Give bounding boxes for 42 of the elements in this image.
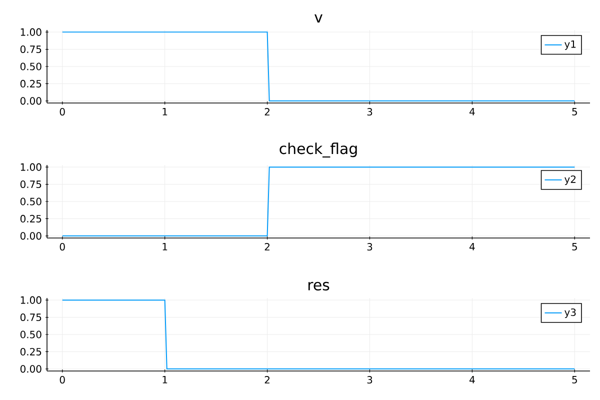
y-tick-label: 0.50 bbox=[20, 198, 42, 206]
legend-label: y3 bbox=[564, 308, 576, 318]
x-tick-label: 0 bbox=[60, 108, 65, 116]
y-tick-label: 0.75 bbox=[20, 180, 42, 188]
chart-title: v bbox=[314, 14, 322, 22]
x-tick-label: 4 bbox=[470, 376, 475, 384]
legend-label: y2 bbox=[564, 175, 576, 185]
chart-title: check_flag bbox=[280, 142, 357, 158]
y-tick-label: 0.00 bbox=[20, 97, 42, 105]
x-tick-label: 5 bbox=[572, 243, 577, 250]
y-tick-label: 0.25 bbox=[20, 214, 42, 222]
x-tick-label: 1 bbox=[162, 376, 168, 384]
x-tick-label: 4 bbox=[470, 243, 475, 250]
y-tick-label: 1.00 bbox=[20, 163, 42, 171]
line-chart: 0 1 2 3 4 5 0.00 0.25 0.50 0.75 1.00 res y3 bbox=[20, 282, 590, 384]
y-tick-label: 0.50 bbox=[20, 62, 42, 70]
legend-label: y1 bbox=[564, 40, 576, 50]
x-tick-label: 5 bbox=[572, 376, 577, 384]
x-tick-label: 0 bbox=[60, 243, 65, 251]
y-tick-label: 0.75 bbox=[20, 314, 42, 322]
y-tick-label: 1.00 bbox=[20, 28, 42, 36]
x-tick-label: 3 bbox=[367, 108, 372, 116]
x-tick-label: 2 bbox=[264, 108, 270, 116]
y-tick-label: 0.50 bbox=[20, 330, 42, 338]
x-tick-label: 2 bbox=[264, 376, 270, 384]
x-tick-label: 1 bbox=[162, 108, 168, 116]
x-tick-label: 0 bbox=[60, 376, 65, 384]
y-tick-label: 0.00 bbox=[20, 365, 42, 373]
x-tick-label: 5 bbox=[572, 108, 577, 116]
line-chart: 0 1 2 3 4 5 0.00 0.25 0.50 0.75 1.00 v y1 bbox=[20, 14, 590, 116]
x-tick-label: 4 bbox=[470, 108, 475, 116]
chart-title: res bbox=[308, 282, 330, 291]
line-chart: 0 1 2 3 4 5 0.00 0.25 0.50 0.75 1.00 check_flag y2 bbox=[20, 142, 590, 251]
y-tick-label: 0.25 bbox=[20, 80, 42, 88]
x-tick-label: 3 bbox=[367, 376, 372, 384]
x-tick-label: 3 bbox=[367, 243, 372, 251]
y-tick-label: 0.25 bbox=[20, 348, 42, 356]
x-tick-label: 2 bbox=[264, 243, 270, 250]
y-tick-label: 0.00 bbox=[20, 232, 42, 240]
y-tick-label: 0.75 bbox=[20, 46, 42, 54]
x-tick-label: 1 bbox=[162, 243, 168, 250]
y-tick-label: 1.00 bbox=[20, 296, 42, 304]
